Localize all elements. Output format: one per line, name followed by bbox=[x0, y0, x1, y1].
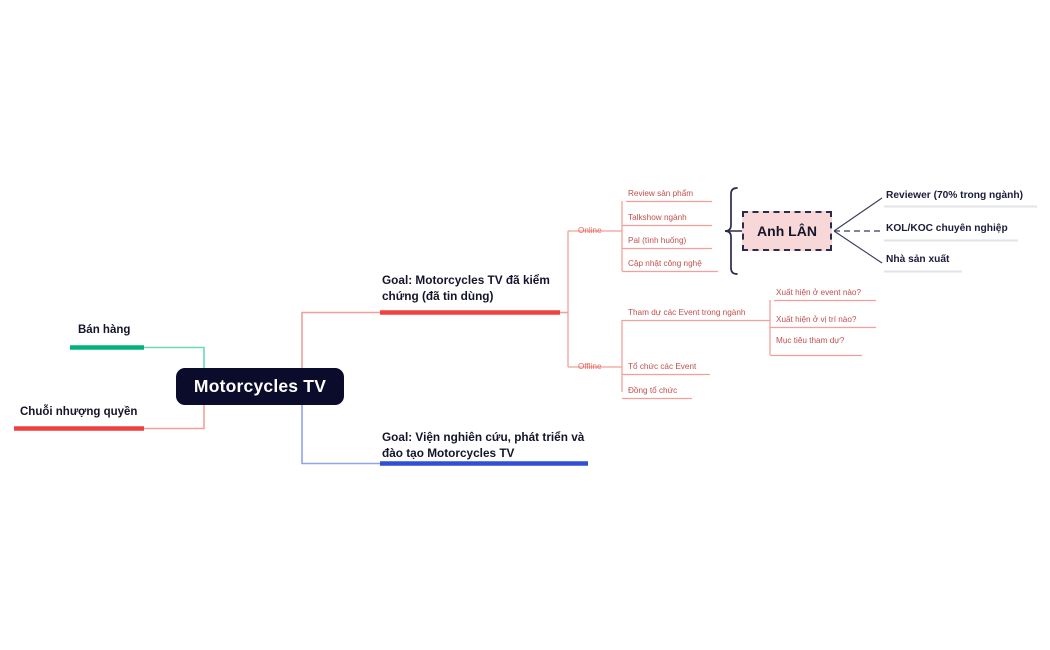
offline-question-muc-tieu-tham-du[interactable]: Mục tiêu tham dự? bbox=[776, 336, 845, 345]
online-item-talkshow-nganh[interactable]: Talkshow ngành bbox=[628, 213, 687, 222]
branch-label-goal-vien-nghien-cuu[interactable]: Goal: Viện nghiên cứu, phát triển và đào… bbox=[382, 430, 585, 460]
persona-attribute-kol-koc[interactable]: KOL/KOC chuyên nghiệp bbox=[886, 223, 1008, 234]
online-item-review-san-pham[interactable]: Review sản phẩm bbox=[628, 189, 694, 198]
central-node-label: Motorcycles TV bbox=[193, 376, 327, 396]
offline-item-tham-du-event[interactable]: Tham dự các Event trong ngành bbox=[628, 308, 746, 317]
persona-node-anh-lan[interactable]: Anh LÂN bbox=[742, 211, 832, 251]
offline-item-dong-to-chuc[interactable]: Đồng tổ chức bbox=[628, 386, 678, 395]
offline-question-xuat-hien-vi-tri-nao[interactable]: Xuất hiện ở vị trí nào? bbox=[776, 315, 857, 324]
persona-attribute-nha-san-xuat[interactable]: Nhà sản xuất bbox=[886, 254, 950, 265]
branch-key-online[interactable]: Online bbox=[578, 226, 602, 235]
persona-node-label: Anh LÂN bbox=[757, 223, 817, 239]
online-item-pal-tinh-huong[interactable]: Pal (tình huống) bbox=[628, 236, 687, 245]
offline-question-xuat-hien-event-nao[interactable]: Xuất hiện ở event nào? bbox=[776, 288, 862, 297]
branch-key-offline[interactable]: Offline bbox=[578, 362, 602, 371]
persona-attribute-reviewer[interactable]: Reviewer (70% trong ngành) bbox=[886, 190, 1023, 201]
branch-label-chuoi-nhuong-quyen[interactable]: Chuỗi nhượng quyền bbox=[20, 406, 138, 418]
offline-item-to-chuc-event[interactable]: Tổ chức các Event bbox=[628, 362, 697, 371]
branch-label-ban-hang[interactable]: Bán hàng bbox=[78, 324, 131, 336]
central-node[interactable]: Motorcycles TV bbox=[176, 368, 344, 405]
branch-label-goal-kiem-chung[interactable]: Goal: Motorcycles TV đã kiểm chứng (đã t… bbox=[382, 273, 550, 303]
online-item-cap-nhat-cong-nghe[interactable]: Cập nhật công nghệ bbox=[628, 259, 702, 268]
